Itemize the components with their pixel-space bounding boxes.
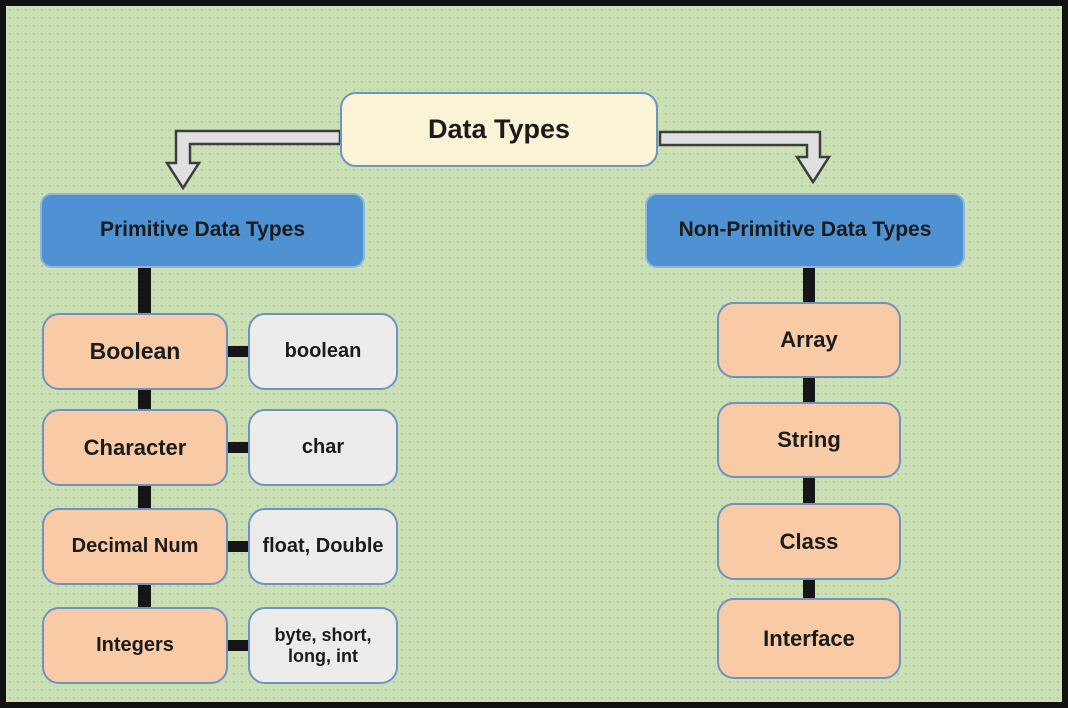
connector-string-class [803,478,815,503]
right-node-string: String [717,402,901,478]
connector-decimal-keyword [227,541,249,552]
type-node-character: Character [42,409,228,486]
connector-class-interface [803,580,815,598]
type-label: Decimal Num [71,535,199,557]
root-node-data-types: Data Types [340,92,658,167]
keyword-node-character: char [248,409,398,486]
type-label: Character [83,434,187,460]
type-node-integers: Integers [42,607,228,684]
keyword-label: char [301,436,345,458]
connector-character-keyword [227,442,249,453]
type-node-boolean: Boolean [42,313,228,390]
right-node-label: Class [779,528,839,554]
keyword-node-integers: byte, short, long, int [248,607,398,684]
keyword-node-boolean: boolean [248,313,398,390]
branch-primitive-label: Primitive Data Types [99,218,306,242]
elbow-arrow-down-left-icon [164,129,342,191]
type-label: Boolean [89,338,181,365]
connector-integers-keyword [227,640,249,651]
keyword-label: byte, short, long, int [274,624,372,666]
right-node-array: Array [717,302,901,378]
connector-decimal-integers [138,584,151,607]
connector-boolean-character [138,390,151,409]
connector-boolean-keyword [227,346,249,357]
connector-primitive-boolean [138,268,151,313]
keyword-node-decimal-num: float, Double [248,508,398,585]
elbow-arrow-down-right-icon [658,130,832,185]
right-node-class: Class [717,503,901,580]
connector-character-decimal [138,486,151,508]
right-node-label: Array [780,327,838,353]
right-node-interface: Interface [717,598,901,679]
type-node-decimal-num: Decimal Num [42,508,228,585]
branch-node-primitive: Primitive Data Types [40,193,365,268]
branch-non-primitive-label: Non-Primitive Data Types [678,218,932,242]
type-label: Integers [96,634,174,656]
right-node-label: Interface [763,625,855,651]
connector-nonprimitive-array [803,268,815,302]
root-label: Data Types [427,113,571,144]
keyword-label: boolean [284,340,362,362]
connector-array-string [803,378,815,402]
right-node-label: String [777,427,841,453]
branch-node-non-primitive: Non-Primitive Data Types [645,193,965,268]
keyword-label: float, Double [262,535,384,557]
